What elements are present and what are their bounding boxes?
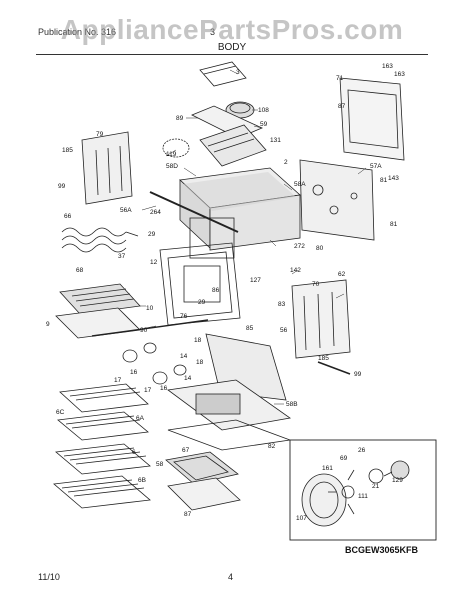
callout-127: 127 xyxy=(250,277,261,284)
section-title: BODY xyxy=(217,42,247,53)
right-side-panels xyxy=(291,77,405,375)
callout-85: 85 xyxy=(246,325,254,332)
callout-161: 161 xyxy=(322,465,333,472)
callout-6c: 6C xyxy=(56,409,65,416)
callout-89: 89 xyxy=(176,115,184,122)
callout-142: 142 xyxy=(290,267,301,274)
callout-163: 163 xyxy=(382,63,393,70)
callout-14: 14 xyxy=(184,375,192,382)
callout-9: 9 xyxy=(46,321,50,328)
header-divider xyxy=(36,54,428,55)
callout-83: 83 xyxy=(278,301,286,308)
callout-57a: 57A xyxy=(370,163,382,170)
callout-29: 29 xyxy=(148,231,156,238)
callout-80: 80 xyxy=(316,245,324,252)
broil-pan xyxy=(55,283,141,339)
callout-59: 59 xyxy=(260,121,268,128)
bake-element xyxy=(61,227,139,253)
callout-29: 29 xyxy=(198,299,206,306)
header-model-fragment: 3 xyxy=(210,27,216,37)
callout-143: 143 xyxy=(388,175,399,182)
callout-26: 26 xyxy=(358,447,366,454)
callout-90: 90 xyxy=(140,327,148,334)
callout-leaders xyxy=(140,69,367,405)
callout-163: 163 xyxy=(394,71,405,78)
oven-cavity-body xyxy=(149,167,301,259)
callout-86: 86 xyxy=(212,287,220,294)
callout-3: 3 xyxy=(236,69,240,76)
callout-62: 62 xyxy=(338,271,346,278)
header-publication: Publication No. 316 xyxy=(38,27,117,37)
callout-129: 129 xyxy=(392,477,403,484)
callout-14: 14 xyxy=(180,353,188,360)
callout-12: 12 xyxy=(150,259,158,266)
callout-66: 66 xyxy=(64,213,72,220)
callout-185: 185 xyxy=(318,355,329,362)
callout-6: 6 xyxy=(132,449,136,456)
callout-70: 70 xyxy=(312,281,320,288)
convection-fan-inset xyxy=(289,439,437,541)
watermark-logo: AppliancePartsPros.com xyxy=(60,14,404,45)
callout-79: 79 xyxy=(96,131,104,138)
callout-56: 56 xyxy=(280,327,288,334)
callout-82: 82 xyxy=(268,443,276,450)
footer-date: 11/10 xyxy=(38,572,60,582)
callout-58: 58 xyxy=(156,461,164,468)
callout-76: 76 xyxy=(180,313,188,320)
bottom-element-tray xyxy=(165,451,241,511)
callout-18: 18 xyxy=(196,359,204,366)
callout-99: 99 xyxy=(58,183,66,190)
oven-racks xyxy=(53,383,151,509)
callout-58d: 58D xyxy=(166,163,178,170)
callout-81: 81 xyxy=(380,177,388,184)
callout-16: 16 xyxy=(130,369,138,376)
callout-185: 185 xyxy=(62,147,73,154)
callout-10: 10 xyxy=(146,305,154,312)
callout-18: 18 xyxy=(194,337,202,344)
callout-6a: 6A xyxy=(136,415,145,422)
callout-272: 272 xyxy=(294,243,305,250)
callout-108: 108 xyxy=(258,107,269,114)
callout-87: 87 xyxy=(338,103,346,110)
callout-58b: 58B xyxy=(286,401,298,408)
lower-body xyxy=(166,333,292,451)
callout-107: 107 xyxy=(296,515,307,522)
callout-58a: 58A xyxy=(294,181,306,188)
top-vent-parts xyxy=(162,61,267,167)
callout-87: 87 xyxy=(184,511,192,518)
callout-99: 99 xyxy=(354,371,362,378)
left-side-panel xyxy=(81,131,133,205)
callout-37: 37 xyxy=(118,253,126,260)
diagram-code: BCGEW3065KFB xyxy=(345,545,419,555)
callout-131: 131 xyxy=(270,137,281,144)
callout-111: 111 xyxy=(358,493,368,500)
callout-71: 71 xyxy=(336,75,344,82)
callout-67: 67 xyxy=(182,447,190,454)
knobs xyxy=(91,319,209,385)
callout-2: 2 xyxy=(284,159,288,166)
callout-81: 81 xyxy=(390,221,398,228)
footer-page-number: 4 xyxy=(228,572,234,582)
callout-56a: 56A xyxy=(120,207,132,214)
callout-17: 17 xyxy=(114,377,122,384)
callout-119: 119 xyxy=(166,151,177,158)
callout-16: 16 xyxy=(160,385,168,392)
callout-21: 21 xyxy=(372,483,380,490)
callout-69: 69 xyxy=(340,455,348,462)
callout-17: 17 xyxy=(144,387,152,394)
callout-68: 68 xyxy=(76,267,84,274)
callout-labels: 3 163 163 71 87 89 108 59 131 119 79 185… xyxy=(46,63,405,522)
callout-264: 264 xyxy=(150,209,161,216)
door-frame xyxy=(159,242,241,326)
callout-6b: 6B xyxy=(138,477,146,484)
